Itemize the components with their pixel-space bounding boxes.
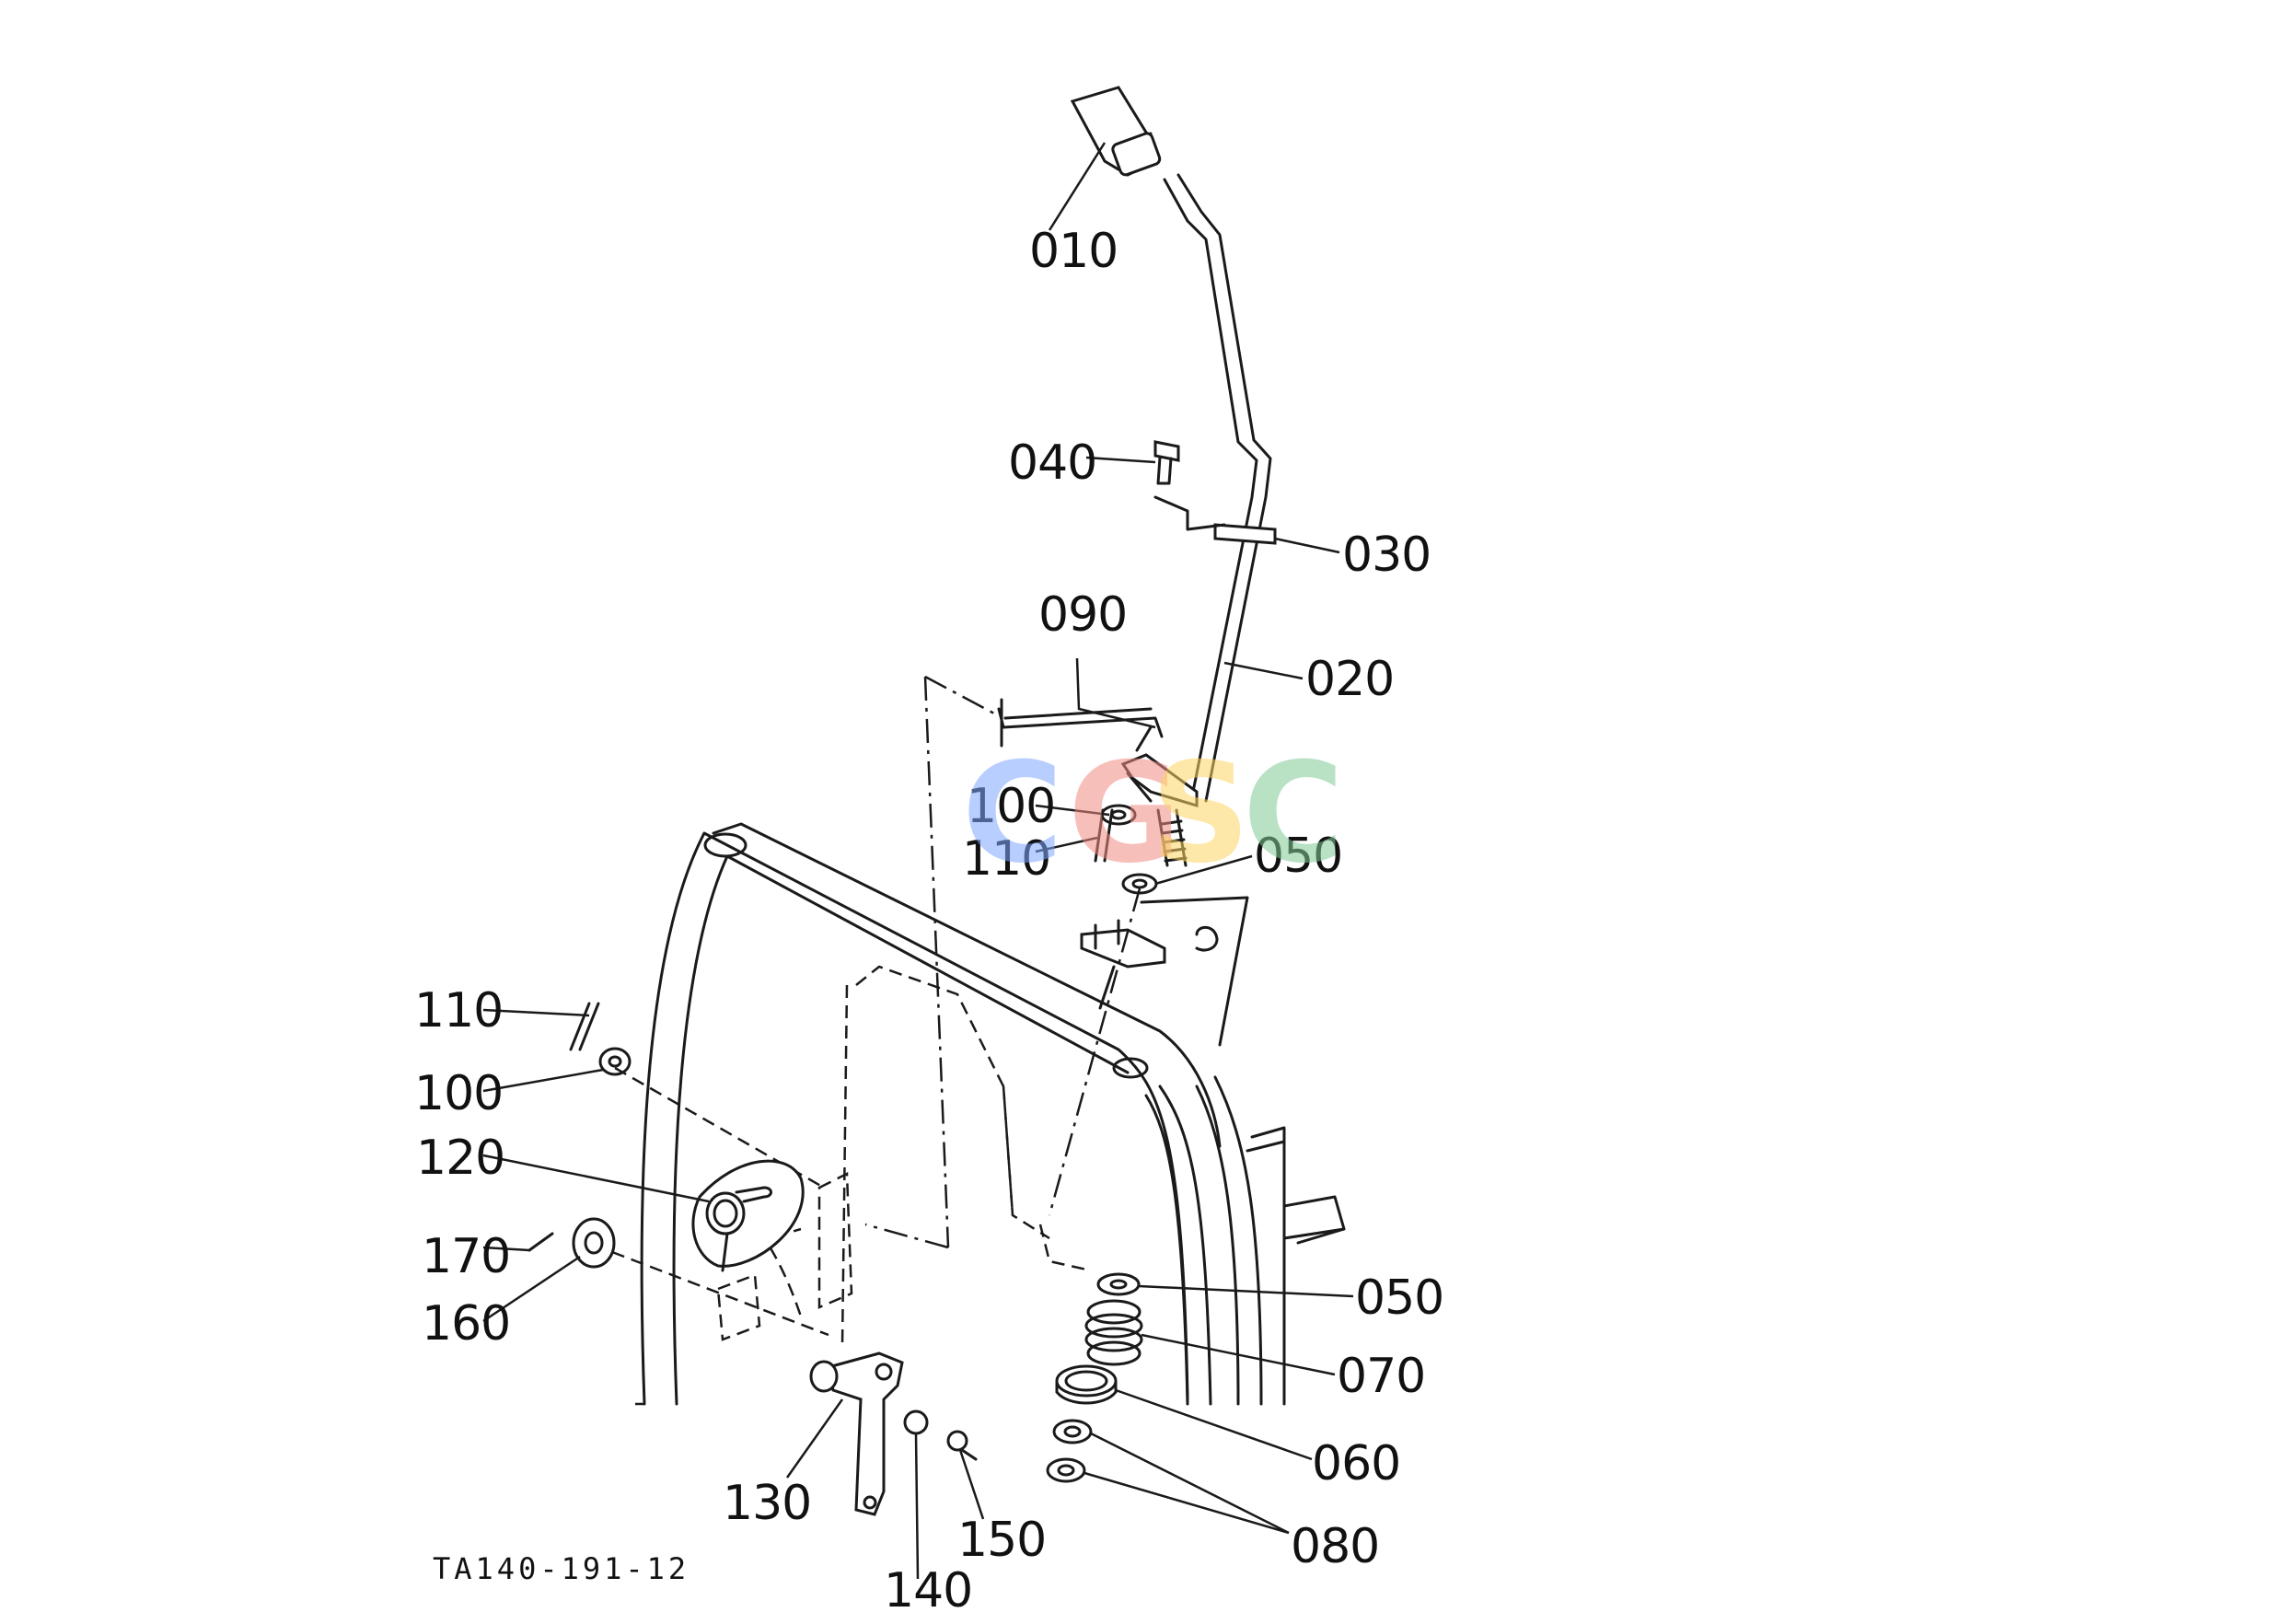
frame-outline [635, 675, 1346, 1406]
callout-030: 030 [1342, 528, 1431, 583]
washer-lower [1096, 1272, 1141, 1296]
watermark-letter-1: C [962, 734, 1063, 894]
link-rod [997, 698, 1164, 863]
callout-020: 020 [1305, 652, 1394, 707]
callout-120: 120 [416, 1131, 504, 1186]
callout-050-bottom: 050 [1355, 1270, 1443, 1326]
watermark-letter-4: C [1243, 734, 1344, 894]
callout-010: 010 [1029, 224, 1118, 279]
callout-040: 040 [1008, 435, 1096, 491]
bolt [1153, 440, 1180, 462]
callout-110-top: 110 [962, 831, 1050, 887]
callout-070: 070 [1337, 1349, 1425, 1404]
callout-050-top: 050 [1254, 829, 1342, 884]
callout-160: 160 [422, 1296, 510, 1351]
watermark-letter-2: G [1068, 734, 1181, 894]
callout-100-top: 100 [967, 779, 1055, 834]
callout-170: 170 [422, 1229, 510, 1284]
callout-080: 080 [1291, 1519, 1379, 1574]
callout-110-left: 110 [414, 983, 503, 1038]
drawing-code: TA140-191-12 [433, 1551, 690, 1586]
shift-lever [1048, 86, 1277, 1216]
leader-lines [482, 142, 1354, 1580]
watermark-logo: C G S C [962, 734, 1344, 894]
spring-stack [1046, 1272, 1143, 1483]
callout-060: 060 [1312, 1436, 1400, 1491]
callout-130: 130 [723, 1476, 811, 1531]
callout-140: 140 [884, 1563, 972, 1618]
callout-100-left: 100 [414, 1066, 503, 1121]
detent-arm [827, 1351, 904, 1516]
watermark-letter-3: S [1151, 734, 1250, 894]
callout-labels: 010 040 030 090 020 100 110 050 110 100 … [414, 224, 1444, 1618]
callout-150: 150 [957, 1513, 1046, 1568]
bracket-plate [1213, 523, 1277, 545]
callout-090: 090 [1038, 587, 1127, 643]
detent-assembly [527, 1002, 978, 1516]
